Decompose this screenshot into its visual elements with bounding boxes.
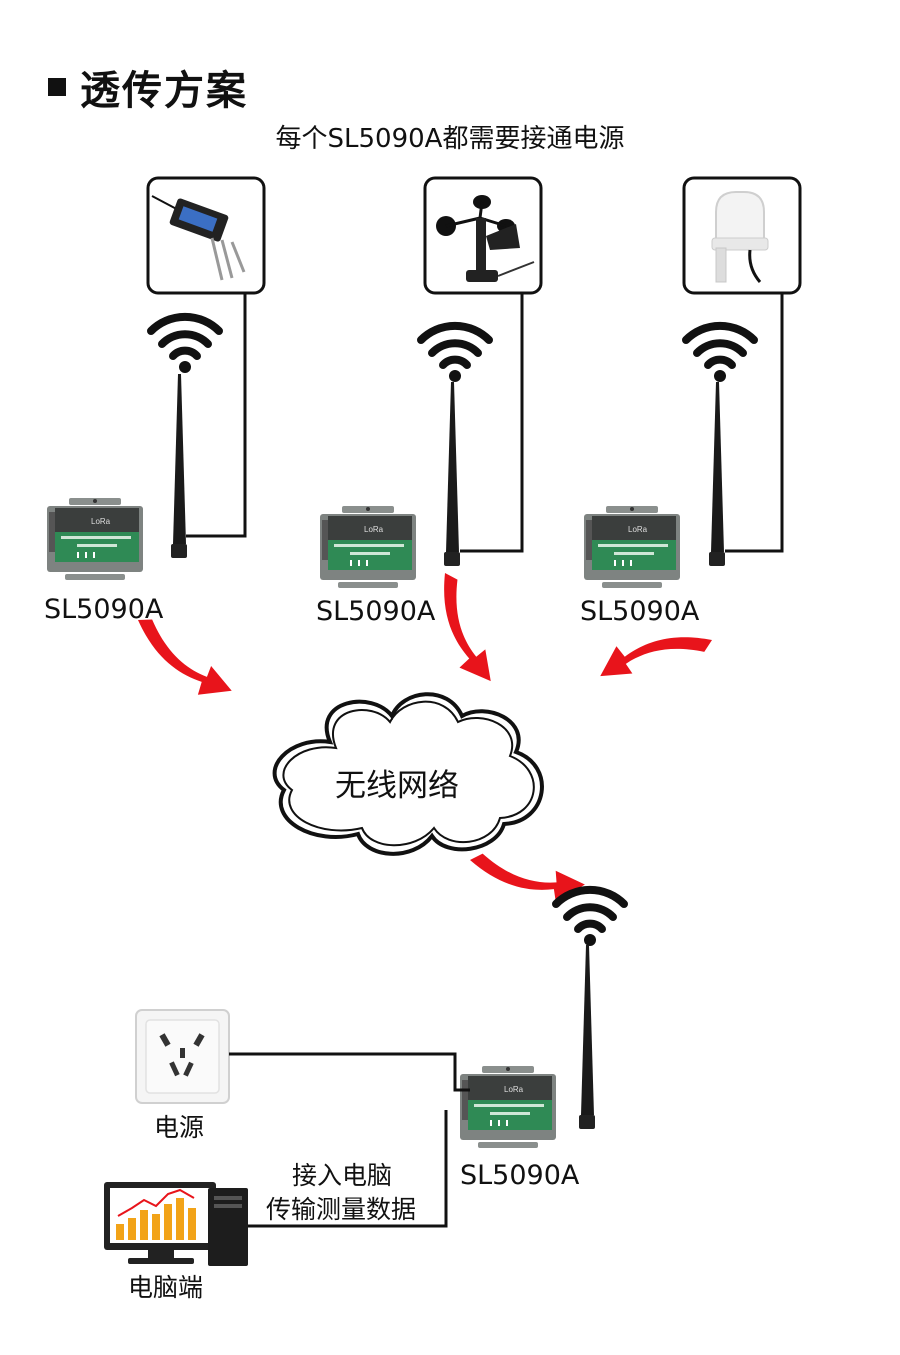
sensor-box-soil [146, 176, 266, 295]
light-sensor-icon [711, 191, 769, 283]
arrow-icon-2 [415, 573, 521, 682]
power-cable [229, 1052, 470, 1092]
page-title: 透传方案 [48, 58, 248, 116]
lora-module-2 [320, 506, 416, 588]
antenna-icon-3 [709, 382, 725, 566]
subtitle: 每个SL5090A都需要接通电源 [275, 124, 625, 154]
power-socket-icon [135, 1009, 230, 1104]
lora-module-1 [47, 498, 143, 580]
bullet-square-icon [48, 78, 66, 96]
device-label-2: SL5090A [316, 596, 436, 627]
sensor-cable-3 [725, 293, 784, 553]
sensor-box-anemometer [423, 176, 543, 295]
pc-label: 电脑端 [128, 1273, 204, 1302]
soil-sensor-icon [151, 195, 246, 281]
device-label-1: SL5090A [44, 594, 164, 625]
anemometer-icon [436, 195, 535, 282]
device-label-4: SL5090A [460, 1160, 580, 1191]
wifi-icon-3 [686, 326, 754, 382]
connect-label-line1: 接入电脑 [292, 1161, 393, 1190]
cloud-label: 无线网络 [335, 768, 459, 804]
computer-icon [104, 1182, 248, 1266]
sensor-box-light [682, 176, 802, 295]
data-cable [240, 1110, 448, 1228]
antenna-icon-4 [579, 945, 595, 1129]
lora-module-4 [460, 1066, 556, 1148]
wifi-icon-2 [421, 326, 489, 382]
device-label-3: SL5090A [580, 596, 700, 627]
sensor-cable-2 [460, 293, 524, 553]
power-label: 电源 [154, 1113, 205, 1142]
title-text: 透传方案 [80, 68, 248, 114]
antenna-icon-1 [171, 374, 187, 558]
sensor-cable-1 [186, 293, 247, 538]
wifi-icon-1 [151, 317, 219, 373]
connect-label-line2: 传输测量数据 [266, 1195, 417, 1224]
antenna-icon-2 [444, 382, 460, 566]
wifi-icon-4 [556, 890, 624, 946]
lora-module-3 [584, 506, 680, 588]
cloud-icon [272, 692, 544, 856]
